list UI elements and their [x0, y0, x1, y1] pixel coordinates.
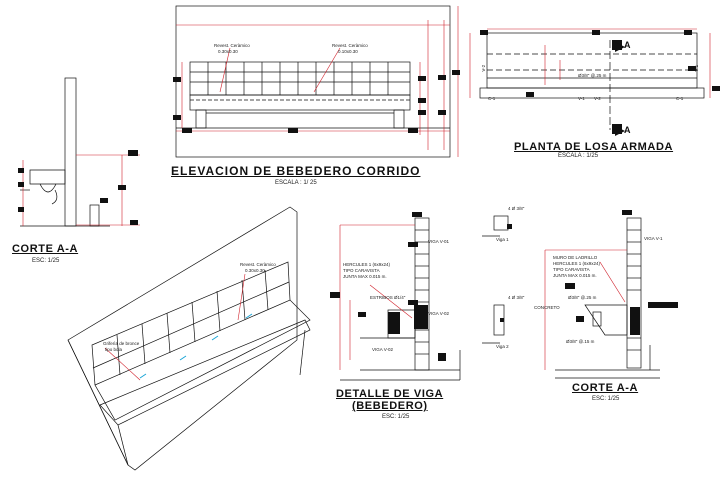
section-right-wall-3: TIPO CARAVISTA: [553, 267, 590, 272]
plan-beam-label-right: V-1: [694, 64, 700, 72]
plan-section-mark-bottom: A: [624, 125, 631, 135]
beam-hercules-3: JUNTA MAX 0.015 m.: [343, 274, 387, 279]
plan-beam-label-b: V-2: [594, 96, 601, 101]
beam-label-v2: VIGA V-02: [428, 311, 450, 316]
beam-stirrups-label: ESTRIBOS Ø1/4": [370, 295, 406, 300]
section-right-wall-1: MURO DE LADRILLO: [553, 255, 598, 260]
small-rebar-top: 4 Ø 3/8": [508, 206, 525, 211]
beam-detail-title-2: (BEBEDERO): [352, 400, 428, 412]
plan-rebar-label: Ø3/8" @.25 m: [578, 73, 607, 78]
plan-section-mark-top: A: [624, 40, 631, 50]
plan-beam-label-left: V-2: [481, 64, 487, 72]
plan-column-label-right: C-1: [676, 96, 684, 101]
beam-hercules-1: HERCULES 1 (6x9x24): [343, 262, 391, 267]
section-right-label-v1: VIGA V-1: [644, 236, 663, 241]
plan-drawing: [479, 32, 705, 130]
plan-scale: ESCALA : 1/25: [558, 153, 599, 159]
iso-faucets: [139, 313, 253, 379]
iso-drawing: [67, 206, 311, 471]
section-right-drawing: [555, 217, 660, 379]
dimension-blocks: [18, 30, 720, 361]
plan-title: PLANTA DE LOSA ARMADA: [514, 141, 674, 153]
plan-dimensions: [469, 28, 711, 98]
iso-tile-label: Revest. Ceràmico: [240, 262, 276, 267]
section-left-drawing: [20, 77, 110, 227]
beam-detail-title-1: DETALLE DE VIGA: [336, 388, 444, 400]
beam-label-v2b: VIGA V-02: [372, 347, 394, 352]
section-right-title: CORTE A-A: [572, 382, 639, 394]
section-right-concrete: CONCRETO: [534, 305, 560, 310]
section-right-dimensions: [544, 249, 627, 370]
elevation-dimensions: [176, 6, 459, 157]
elevation-scale: ESCALA : 1/ 25: [275, 180, 317, 186]
section-left-dimensions: [22, 154, 140, 226]
elev-tile-label-right: Revest. Ceràmico: [332, 43, 368, 48]
elevation-title: ELEVACION DE BEBEDERO CORRIDO: [171, 164, 421, 178]
iso-faucet-label: Griferìa de bronce: [103, 341, 140, 346]
iso-tile-size: 0.30x0.30: [245, 268, 265, 273]
small-label-bottom: Viga 2: [496, 344, 509, 349]
elev-tile-label-left: Revest. Ceràmico: [214, 43, 250, 48]
small-rebar-bottom: 4 Ø 3/8": [508, 295, 525, 300]
section-right-rebar-2: Ø3/8" @.15 m: [566, 339, 595, 344]
small-beam-details: [482, 215, 509, 344]
section-left-title: CORTE A-A: [12, 243, 79, 255]
beam-hercules-2: TIPO CARAVISTA: [343, 268, 380, 273]
iso-faucet-type: tipo bola: [105, 347, 123, 352]
elev-tile-size-left: 0.30x0.30: [218, 49, 238, 54]
section-right-rebar-1: Ø3/8" @.25 m: [568, 295, 597, 300]
plan-beam-label-a: V-1: [578, 96, 585, 101]
iso-leaders: [104, 273, 246, 381]
section-left-scale: ESC: 1/25: [32, 258, 60, 264]
plan-column-label-left: C-1: [488, 96, 496, 101]
section-right-wall-4: JUNTA MAX 0.015 m.: [553, 273, 597, 278]
section-right-scale: ESC: 1/25: [592, 396, 620, 402]
small-label-top: Viga 1: [496, 237, 509, 242]
section-right-wall-2: HERCULES 1 (6x9x24): [553, 261, 601, 266]
beam-label-v1: VIGA V-01: [428, 239, 450, 244]
elevation-drawing: [175, 5, 451, 158]
beam-detail-scale: ESC: 1/25: [382, 414, 410, 420]
elev-tile-size-right: 0.10x0.30: [338, 49, 358, 54]
